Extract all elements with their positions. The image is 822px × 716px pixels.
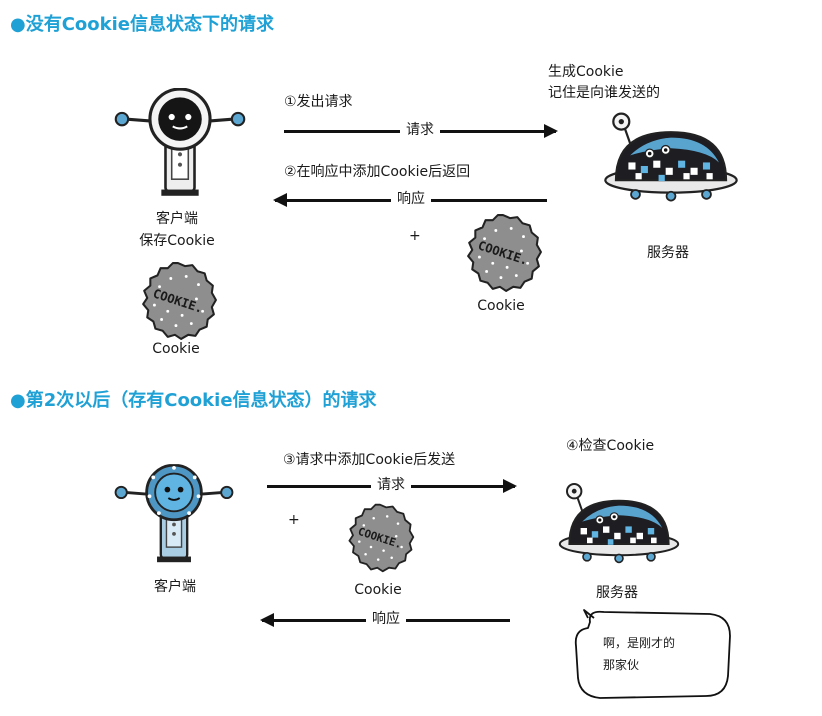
step4-label: ④检查Cookie <box>566 438 655 454</box>
plus-sign-2: + <box>288 512 300 528</box>
server-icon <box>600 108 742 208</box>
client-robot-blue-icon <box>108 464 240 568</box>
server-note-line1: 生成Cookie <box>548 64 624 80</box>
client-label: 客户端 <box>156 211 198 227</box>
request-cookie-label: Cookie <box>354 582 402 598</box>
plus-sign: + <box>409 228 421 244</box>
response-arrow-label: 响应 <box>391 190 431 208</box>
client-saves-cookie-label: 保存Cookie <box>139 233 215 249</box>
section1-heading: ●没有Cookie信息状态下的请求 <box>10 14 274 35</box>
response-cookie-label: Cookie <box>477 298 525 314</box>
request-arrow-label: 请求 <box>400 121 440 139</box>
server-icon-2 <box>555 474 683 574</box>
step1-label: ①发出请求 <box>284 94 353 110</box>
section2-heading: ●第2次以后（存有Cookie信息状态）的请求 <box>10 390 377 411</box>
server-label-2: 服务器 <box>596 585 638 601</box>
client-label-2: 客户端 <box>154 579 196 595</box>
step3-label: ③请求中添加Cookie后发送 <box>283 452 456 468</box>
speech-bubble <box>574 609 731 699</box>
client-cookie-icon: COOKIE. <box>137 260 219 342</box>
client-cookie-label: Cookie <box>152 341 200 357</box>
response-arrow-2-label: 响应 <box>366 610 406 628</box>
response-cookie-icon: COOKIE. <box>462 212 544 294</box>
request-cookie-icon: COOKIE. <box>344 502 416 574</box>
request-arrow-2: 请求 <box>267 476 517 494</box>
response-arrow-2: 响应 <box>260 610 510 628</box>
request-arrow: 请求 <box>284 121 558 139</box>
speech-line2: 那家伙 <box>603 658 640 672</box>
step2-label: ②在响应中添加Cookie后返回 <box>284 164 471 180</box>
server-label: 服务器 <box>647 245 689 261</box>
request-arrow-2-label: 请求 <box>371 476 411 494</box>
speech-line1: 啊，是刚才的 <box>603 636 676 650</box>
client-robot-icon <box>105 88 255 202</box>
response-arrow: 响应 <box>273 190 547 208</box>
server-note-line2: 记住是向谁发送的 <box>548 85 660 101</box>
